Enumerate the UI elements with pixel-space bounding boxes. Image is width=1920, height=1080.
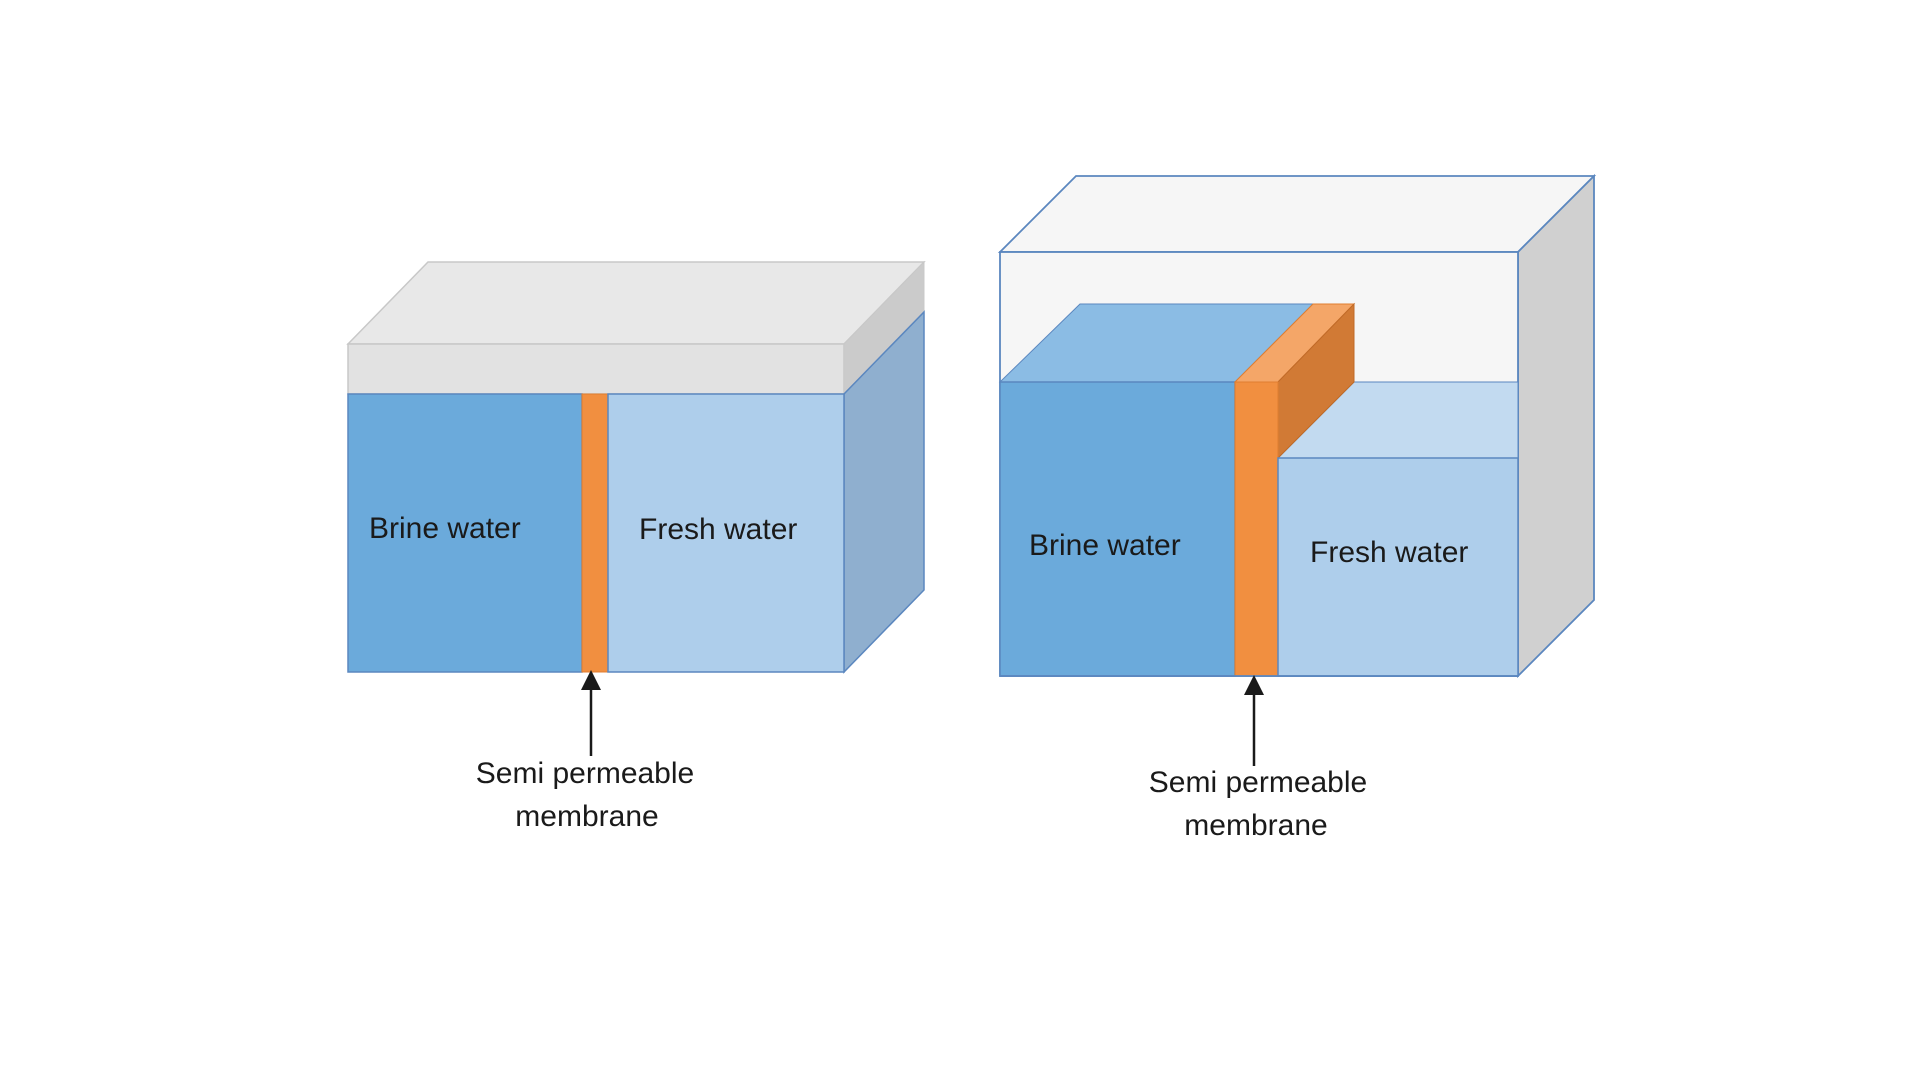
right-tank-membrane-label-line2: membrane xyxy=(1184,809,1327,842)
left-tank-lid-front xyxy=(347,343,845,395)
right-tank-container-top xyxy=(997,175,1597,253)
left-tank-brine-label: Brine water xyxy=(369,512,521,545)
right-tank-fresh-label: Fresh water xyxy=(1310,536,1468,569)
right-tank-membrane-label-line1: Semi permeable xyxy=(1149,766,1367,799)
right-tank-container-side xyxy=(1517,173,1595,679)
right-tank-brine-label: Brine water xyxy=(1029,529,1181,562)
right-tank-brine-compartment xyxy=(999,381,1236,677)
left-tank-lid-top xyxy=(346,261,926,345)
left-tank-brine-compartment xyxy=(347,393,583,673)
left-tank: Brine water Fresh water Semi permeable m… xyxy=(346,260,926,833)
left-tank-fresh-label: Fresh water xyxy=(639,513,797,546)
left-tank-membrane-label-line2: membrane xyxy=(515,800,658,833)
left-tank-fresh-compartment xyxy=(607,393,845,673)
right-tank-membrane xyxy=(1234,381,1279,677)
right-tank: Brine water Fresh water Semi permeable m… xyxy=(997,173,1597,842)
left-tank-membrane xyxy=(581,393,609,673)
right-tank-fresh-compartment xyxy=(1277,457,1519,677)
left-tank-membrane-label-line1: Semi permeable xyxy=(476,757,694,790)
